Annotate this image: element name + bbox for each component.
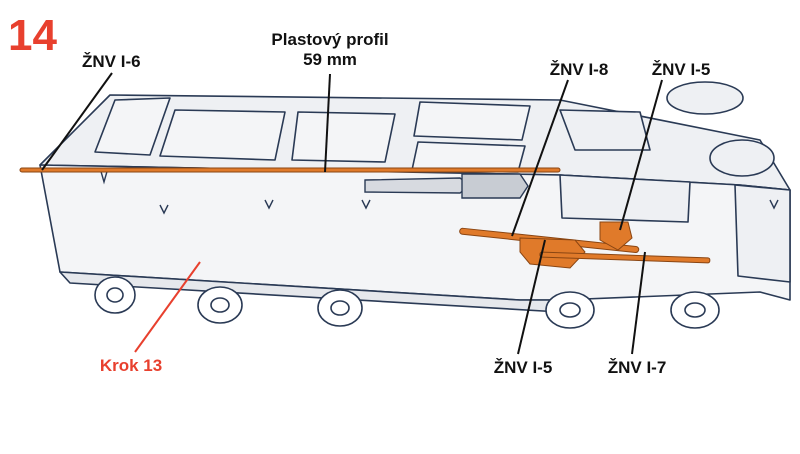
axe-handle: [539, 251, 711, 264]
step-number: 14: [8, 11, 57, 60]
leader-znv-i5-bottom: [517, 239, 546, 355]
plastic-profile-rod: [19, 167, 561, 173]
label-profile-line1: Plastový profil: [271, 30, 389, 49]
label-znv-i5-bottom: ŽNV I-5: [493, 358, 553, 377]
axe-head: [599, 221, 633, 251]
leader-profile: [324, 73, 331, 173]
label-profile-line2: 59 mm: [303, 50, 357, 69]
leader-znv-i5-top: [619, 79, 663, 231]
leader-znv-i7: [631, 251, 646, 355]
label-znv-i6: ŽNV I-6: [82, 52, 141, 71]
label-znv-i5-top: ŽNV I-5: [651, 60, 711, 79]
label-znv-i7: ŽNV I-7: [607, 358, 667, 377]
leader-znv-i6: [41, 72, 113, 171]
leader-znv-i8: [511, 79, 569, 237]
label-znv-i8: ŽNV I-8: [549, 60, 609, 79]
label-profile: Plastový profil 59 mm: [250, 30, 410, 70]
leader-krok: [134, 261, 201, 353]
label-krok: Krok 13: [99, 356, 163, 375]
